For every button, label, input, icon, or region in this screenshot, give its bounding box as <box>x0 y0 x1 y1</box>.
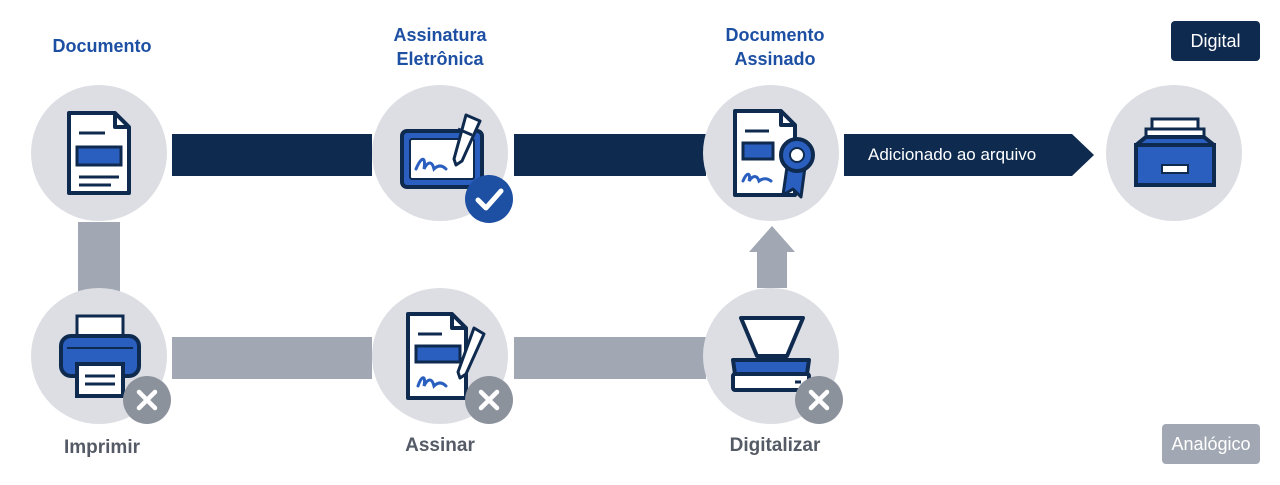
connector-vertical-document-to-print <box>78 222 120 292</box>
step-electronic-signature <box>372 85 508 221</box>
label-esign-line2: Eletrônica <box>396 49 484 69</box>
arrow-up-scan-to-signed <box>749 226 795 288</box>
arrow-label: Adicionado ao arquivo <box>868 145 1037 164</box>
step-archive <box>1106 85 1242 221</box>
arrow-shape <box>844 134 1094 176</box>
label-signed-line2: Assinado <box>734 49 816 69</box>
sign-paper-icon <box>406 312 486 400</box>
label-sign: Assinar <box>405 435 475 456</box>
label-scan: Digitalizar <box>729 435 821 456</box>
label-esign-line1: Assinatura <box>393 25 487 45</box>
label-signed-line1: Documento <box>725 25 825 45</box>
connector-print-to-sign <box>172 337 372 379</box>
tag-analog: Analógico <box>1162 424 1260 464</box>
document-icon <box>67 111 131 195</box>
label-print: Imprimir <box>63 437 141 458</box>
connector-esign-to-signed <box>514 134 706 176</box>
arrow-added-to-archive: Adicionado ao arquivo <box>844 134 1094 176</box>
signed-document-icon <box>733 109 815 199</box>
step-document <box>31 85 167 221</box>
printer-icon <box>59 314 141 398</box>
label-document: Documento <box>52 36 152 56</box>
check-badge-icon <box>465 175 513 223</box>
cross-badge-icon-scan <box>795 376 843 424</box>
cross-badge-icon-sign <box>465 376 513 424</box>
electronic-signature-icon <box>400 113 484 189</box>
connector-sign-to-scan <box>514 337 706 379</box>
archive-tray-icon <box>1134 117 1216 187</box>
scanner-icon <box>731 316 811 392</box>
cross-badge-icon-print <box>123 376 171 424</box>
connector-document-to-esign <box>172 134 372 176</box>
tag-digital: Digital <box>1171 21 1260 61</box>
step-signed-document <box>703 85 839 221</box>
